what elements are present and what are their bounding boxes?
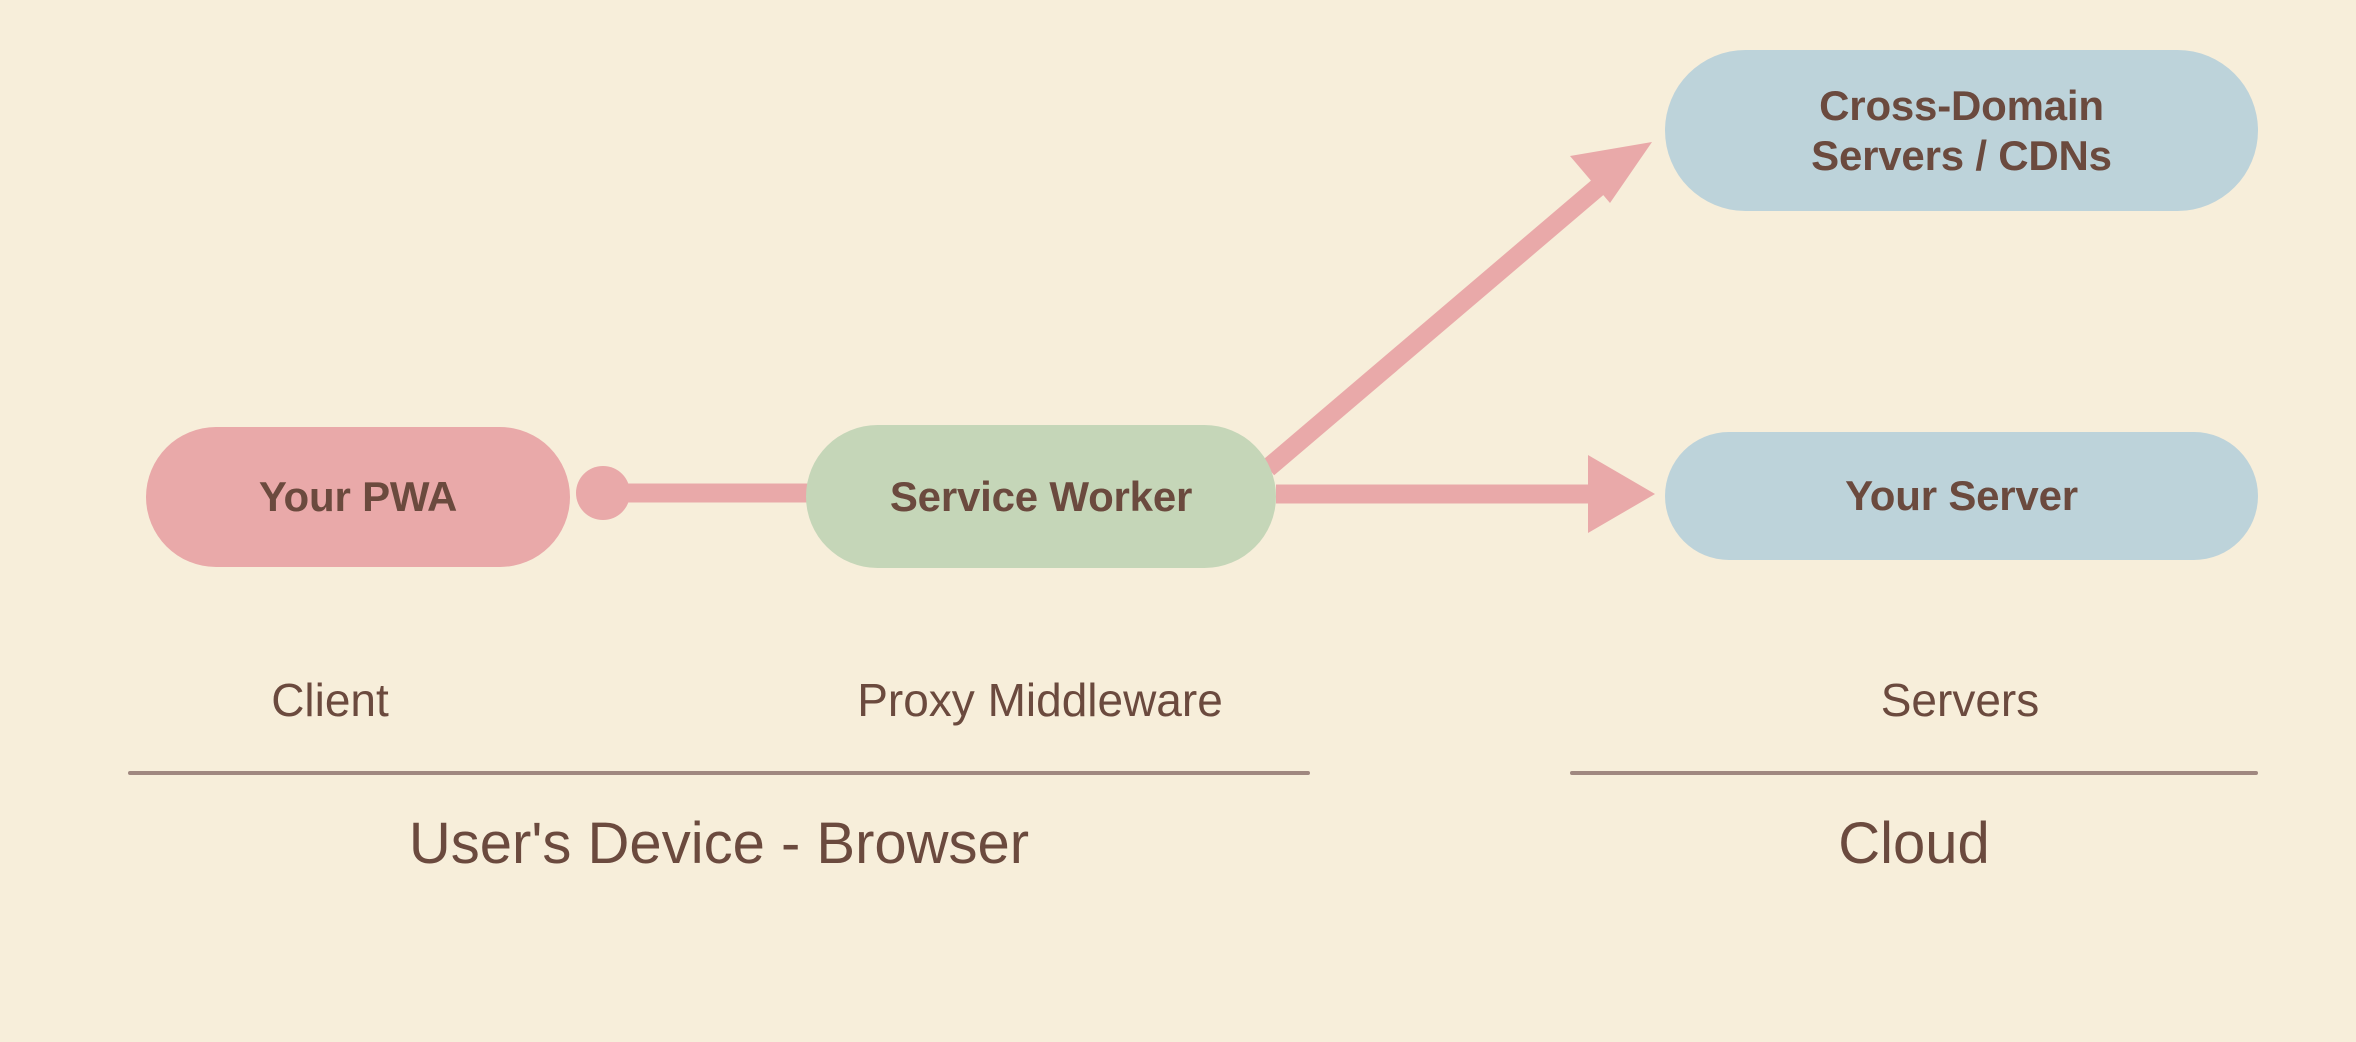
node-cross-domain-line-2: Servers / CDNs: [1811, 131, 2112, 179]
node-cross-domain-servers[interactable]: Cross-Domain Servers / CDNs: [1665, 50, 2258, 211]
node-your-server[interactable]: Your Server: [1665, 432, 2258, 560]
arrowhead-cross-domain: [1570, 142, 1652, 203]
edge-service-worker-to-cross-domain: [1261, 174, 1611, 476]
edge-dot-pwa: [576, 466, 630, 520]
node-cross-domain-line-1: Cross-Domain: [1819, 81, 2104, 129]
node-your-server-label: Your Server: [1845, 472, 2078, 520]
group-caption-client: Client: [271, 674, 389, 726]
node-cross-domain-servers-label: Cross-Domain Servers / CDNs: [1695, 81, 2228, 180]
node-service-worker-label: Service Worker: [889, 472, 1193, 520]
zone-title-cloud: Cloud: [1838, 811, 1990, 876]
node-your-pwa-label: Your PWA: [258, 473, 458, 521]
group-caption-proxy-middleware: Proxy Middleware: [857, 674, 1223, 726]
node-service-worker[interactable]: Service Worker: [806, 425, 1276, 568]
node-your-pwa[interactable]: Your PWA: [146, 427, 570, 567]
group-caption-servers: Servers: [1880, 674, 2040, 726]
zone-divider-browser: [128, 771, 1310, 775]
arrowhead-your-server: [1588, 455, 1655, 533]
zone-divider-cloud: [1570, 771, 2258, 775]
zone-title-browser: User's Device - Browser: [408, 811, 1030, 876]
